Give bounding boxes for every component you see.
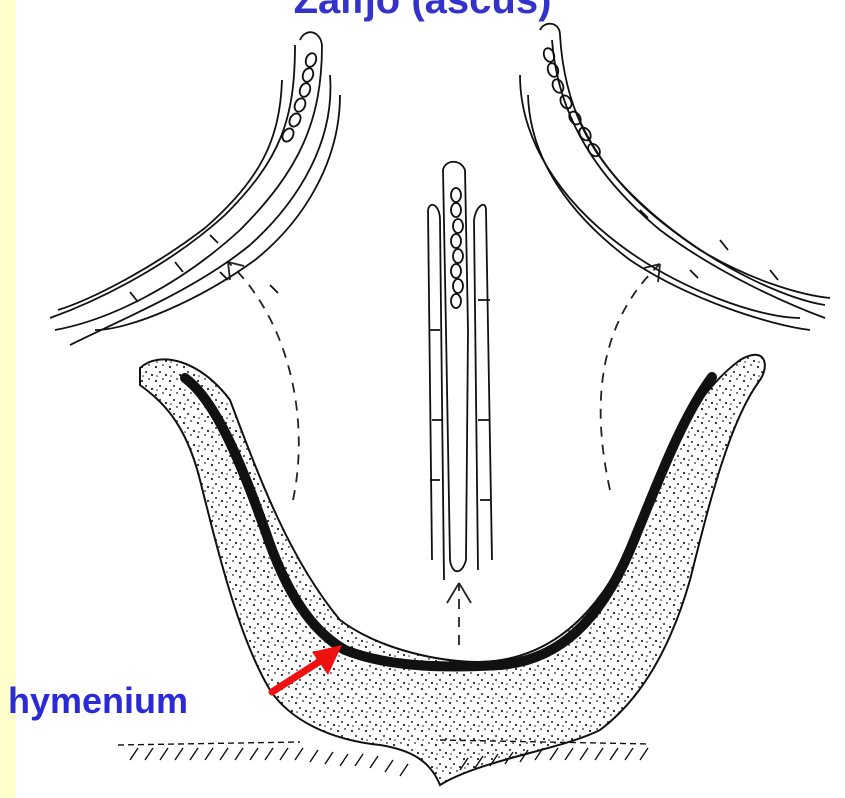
left-ascus — [50, 32, 340, 345]
right-ascus — [520, 24, 830, 330]
central-ascus — [428, 162, 492, 580]
hymenium-label: hymenium — [8, 680, 188, 722]
slide-title: Zalfjo (ascus) — [0, 0, 845, 23]
